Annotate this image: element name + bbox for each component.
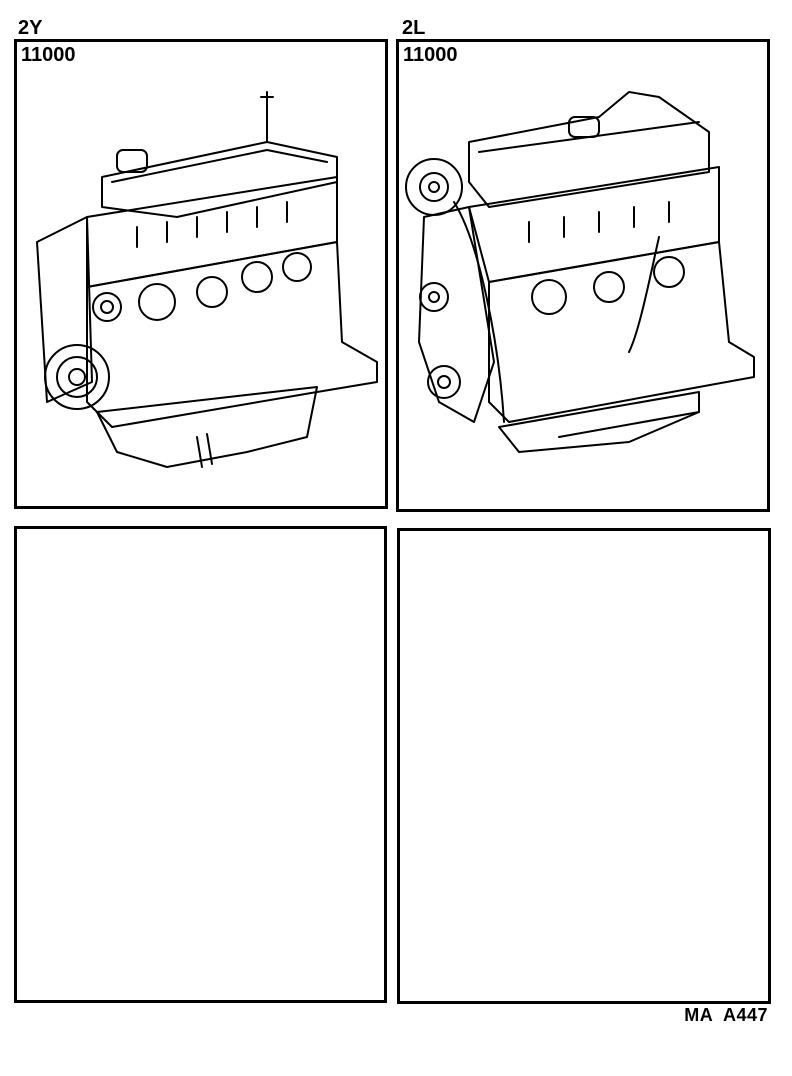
engine-label-2y: 2Y <box>18 17 43 39</box>
part-code: 11000 <box>403 44 458 66</box>
panel-2l-engine: 11000 <box>396 39 770 512</box>
panel-2y-engine: 11000 <box>14 39 388 509</box>
part-code: 11000 <box>21 44 76 66</box>
engine-illustration-2y <box>36 91 378 468</box>
panel-empty-bottom-right <box>397 528 771 1004</box>
engine-label-2l: 2L <box>402 17 426 39</box>
figure-id: MA A447 <box>684 1005 768 1025</box>
engine-illustration-2l <box>405 91 755 453</box>
panel-empty-bottom-left <box>14 526 387 1003</box>
